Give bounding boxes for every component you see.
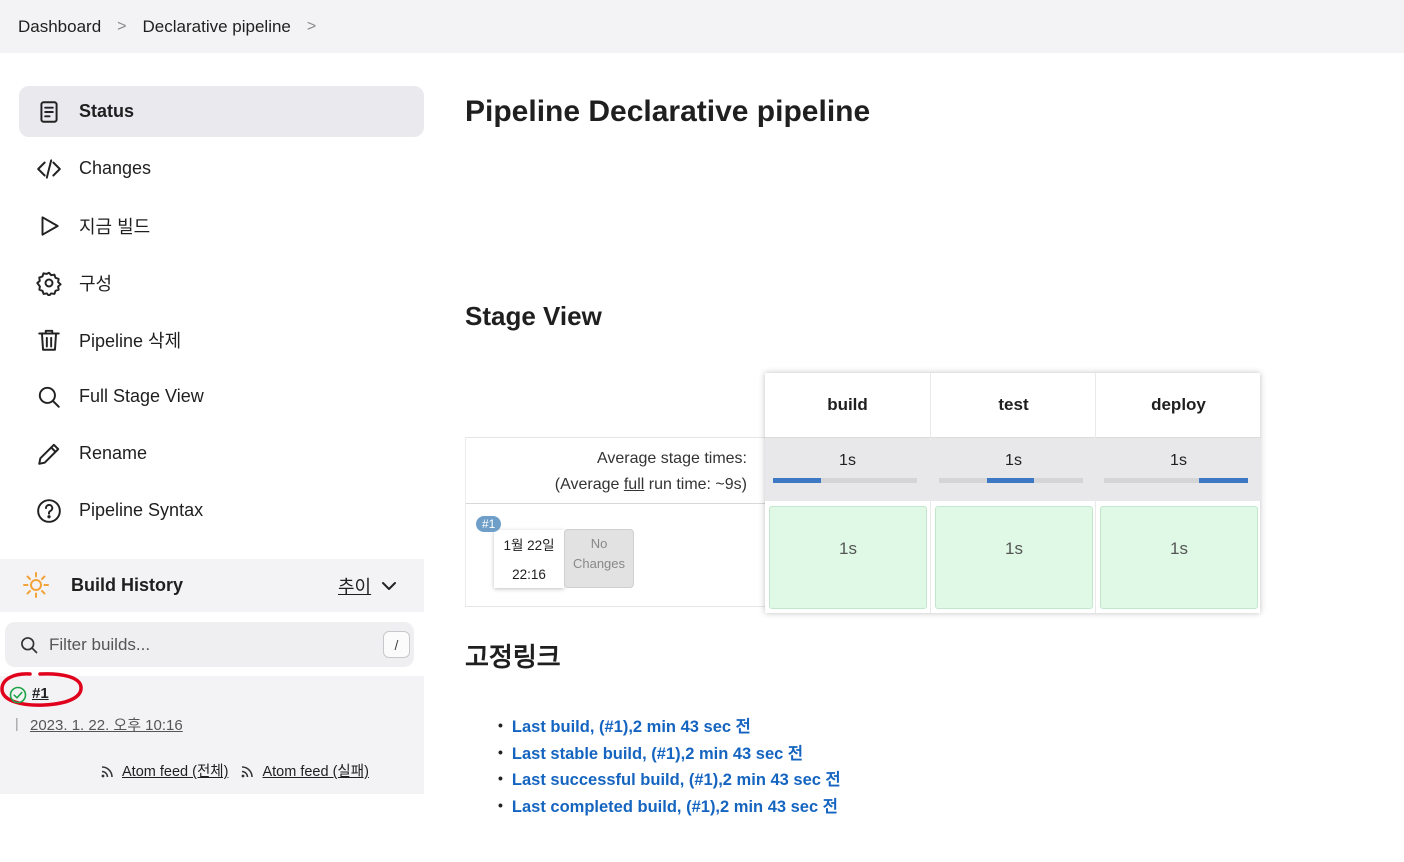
gear-icon [19,270,79,296]
sidebar-item-status[interactable]: Status [19,86,424,137]
success-icon [9,686,27,704]
document-icon [19,99,79,125]
breadcrumb-pipeline[interactable]: Declarative pipeline [142,16,291,36]
atom-feed-all-link[interactable]: Atom feed (전체) [122,764,229,780]
stage-header: deploy [1151,395,1206,414]
sidebar-item-label: 지금 빌드 [79,216,151,237]
search-icon [21,637,38,654]
stage-avg: 1s [765,437,930,501]
run-date-card[interactable]: 1월 22일 22:16 [494,530,564,588]
search-icon [19,384,79,410]
stage-header: build [827,395,868,414]
trend-link[interactable]: 추이 [338,576,372,597]
sun-icon [23,572,49,598]
sidebar-item-rename[interactable]: Rename [19,428,424,479]
red-annotation-circle [0,672,83,707]
atom-feeds: Atom feed (전체) Atom feed (실패) [100,760,381,781]
code-icon [19,156,79,182]
run-changes: No Changes [564,529,634,588]
filter-builds-input[interactable] [49,630,369,659]
filter-shortcut-key: / [383,631,410,658]
build-history-header: Build History 추이 [0,559,424,612]
no-changes-line1: No [590,536,608,551]
stage-progress-track [939,478,1083,483]
sidebar-item-full-stage-view[interactable]: Full Stage View [19,371,424,422]
stage-view-summary: Average stage times: (Average full run t… [465,437,766,607]
stage-cell-success[interactable]: 1s [1100,506,1258,609]
rss-icon [242,765,254,777]
atom-feed-failed-link[interactable]: Atom feed (실패) [262,764,369,780]
permalinks-title: 고정링크 [465,642,561,672]
stage-avg: 1s [1096,437,1261,501]
run-badge[interactable]: #1 [476,516,502,532]
help-icon [19,498,79,524]
stage-header: test [998,395,1029,414]
breadcrumb-dashboard[interactable]: Dashboard [18,16,102,36]
play-icon [19,213,79,239]
sidebar-item-pipeline-syntax[interactable]: Pipeline Syntax [19,485,424,536]
sidebar-item-label: 구성 [79,273,113,294]
stage-progress-track [1104,478,1248,483]
stage-cell-success[interactable]: 1s [935,506,1093,609]
stage-progress-track [773,478,917,483]
breadcrumb-chevron-icon[interactable]: > [306,17,317,35]
stage-avg-time: 1s [1170,452,1187,469]
build-history-title: Build History [71,575,184,595]
sidebar-item-label: Pipeline 삭제 [79,330,182,351]
filter-builds-box: / [5,622,414,667]
sidebar-item-build-now[interactable]: 지금 빌드 [19,200,424,251]
breadcrumb: Dashboard > Declarative pipeline > [0,0,1404,53]
avg-stage-times-label: Average stage times: [596,450,747,467]
stage-column-build: build 1s 1s [765,373,930,613]
permalink-last-stable-build[interactable]: Last stable build, (#1),2 min 43 sec 전 [497,739,841,766]
build-link[interactable]: #1 [32,685,49,702]
stage-progress-fill [773,478,821,483]
build-row: #1 | 2023. 1. 22. 오후 10:16 Atom feed (전체… [0,672,424,794]
avg-run-prefix: (Average [554,476,624,493]
stage-avg: 1s [931,437,1096,501]
pencil-icon [19,441,79,467]
stage-column-deploy: deploy 1s 1s [1095,373,1261,613]
stage-cell-success[interactable]: 1s [769,506,927,609]
build-date[interactable]: 2023. 1. 22. 오후 10:16 [30,717,183,734]
stage-progress-fill [1199,478,1248,483]
permalinks-list: Last build, (#1),2 min 43 sec 전 Last sta… [497,712,841,818]
divider [466,503,766,504]
stage-view-title: Stage View [465,301,602,331]
no-changes-line2: Changes [572,556,626,571]
sidebar-item-label: Rename [79,443,148,463]
page-title: Pipeline Declarative pipeline [465,95,871,128]
permalink-last-completed-build[interactable]: Last completed build, (#1),2 min 43 sec … [497,792,841,819]
avg-run-time: (Average full run time: ~9s) [555,476,747,494]
sidebar-item-label: Pipeline Syntax [79,500,204,520]
full-run-link[interactable]: full [623,476,645,493]
permalink-last-successful-build[interactable]: Last successful build, (#1),2 min 43 sec… [497,765,841,792]
stage-progress-fill [986,478,1035,483]
stage-view-table: build 1s 1s test 1s 1s deploy 1s 1s [765,373,1261,613]
sidebar-item-label: Changes [79,158,152,178]
rss-icon [101,765,113,777]
sidebar-item-delete[interactable]: Pipeline 삭제 [19,314,424,365]
sidebar-item-label: Full Stage View [79,386,204,406]
chevron-down-icon[interactable] [380,577,398,595]
stage-column-test: test 1s 1s [930,373,1096,613]
run-time: 22:16 [512,567,546,582]
sidebar-item-label: Status [79,101,135,121]
breadcrumb-chevron-icon[interactable]: > [117,17,127,35]
stage-avg-time: 1s [839,452,856,469]
sidebar-item-changes[interactable]: Changes [19,143,424,194]
run-date: 1월 22일 [503,538,555,553]
permalink-last-build[interactable]: Last build, (#1),2 min 43 sec 전 [497,712,841,739]
stage-avg-time: 1s [1005,452,1022,469]
avg-run-suffix: run time: ~9s) [644,476,747,493]
trash-icon [19,327,79,353]
sidebar-item-configure[interactable]: 구성 [19,257,424,308]
build-divider: | [15,715,19,731]
